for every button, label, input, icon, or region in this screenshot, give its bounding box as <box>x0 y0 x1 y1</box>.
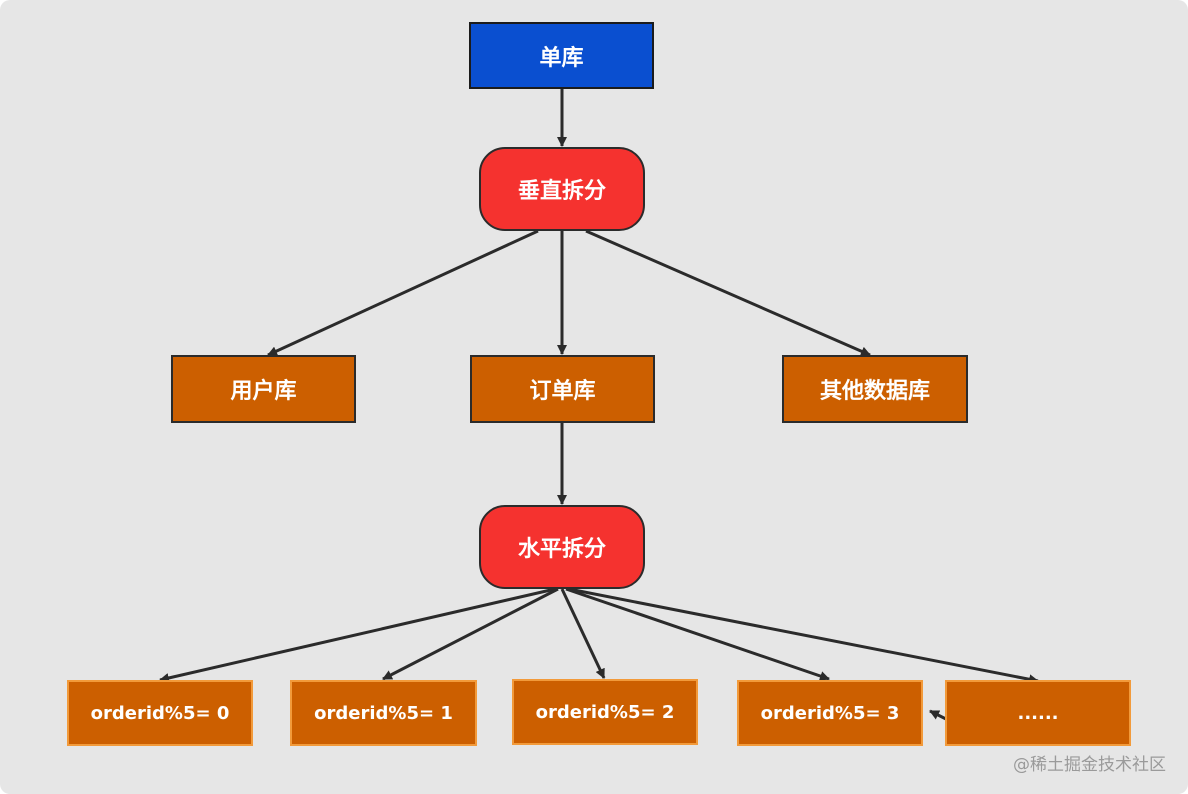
edge-horizontal-to-shard-2 <box>560 588 606 679</box>
order-db-node: 订单库 <box>470 355 655 423</box>
edge-horizontal-to-shard-3 <box>565 587 830 681</box>
edge-vertical-to-other <box>585 229 871 357</box>
shard-1-label: orderid%5= 1 <box>314 702 453 724</box>
other-db-node: 其他数据库 <box>782 355 968 423</box>
shard-2-node: orderid%5= 2 <box>512 679 698 745</box>
shard-2-label: orderid%5= 2 <box>535 701 675 723</box>
order-db-label: 订单库 <box>529 379 596 404</box>
edge-horizontal-to-shard-1 <box>382 587 559 681</box>
shard-more-label: ...... <box>1017 702 1059 724</box>
watermark: @稀土掘金技术社区 <box>1013 755 1166 775</box>
shard-1-node: orderid%5= 1 <box>290 680 477 746</box>
vertical-split-node: 垂直拆分 <box>479 147 645 231</box>
shard-0-node: orderid%5= 0 <box>67 680 253 746</box>
shard-0-label: orderid%5= 0 <box>90 702 230 724</box>
edge-horizontal-to-shard-more <box>568 587 1039 685</box>
edge-vertical-to-user <box>267 229 539 357</box>
shard-more-node: ...... <box>945 680 1131 746</box>
other-db-label: 其他数据库 <box>819 379 930 404</box>
edge-horizontal-to-shard-0 <box>159 587 556 683</box>
user-db-node: 用户库 <box>171 355 356 423</box>
single-db-label: 单库 <box>539 45 584 71</box>
shard-3-node: orderid%5= 3 <box>737 680 923 746</box>
user-db-label: 用户库 <box>230 379 297 404</box>
horizontal-split-label: 水平拆分 <box>517 537 606 562</box>
vertical-split-label: 垂直拆分 <box>517 179 606 204</box>
single-db-node: 单库 <box>469 22 654 89</box>
horizontal-split-node: 水平拆分 <box>479 505 645 589</box>
shard-3-label: orderid%5= 3 <box>760 702 900 724</box>
